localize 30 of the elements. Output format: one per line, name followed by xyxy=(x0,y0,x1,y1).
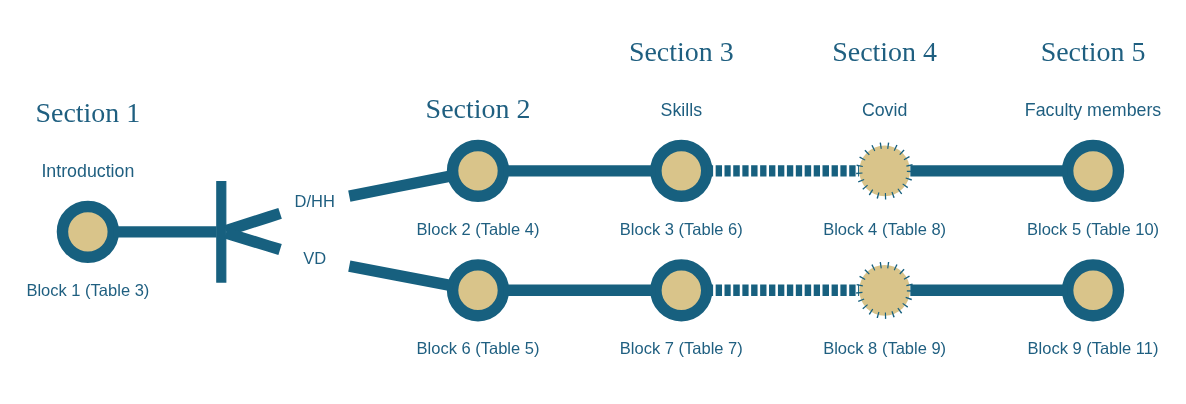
node-label: Block 7 (Table 7) xyxy=(619,339,743,358)
label: Section 1 xyxy=(35,97,141,129)
node-label: Block 4 (Table 8) xyxy=(823,219,947,238)
label: Skills xyxy=(660,99,703,120)
node-circle xyxy=(650,259,713,322)
label: Section 2 xyxy=(425,93,531,125)
node-circle xyxy=(1061,139,1125,202)
label: Introduction xyxy=(41,160,135,181)
node-bar xyxy=(216,181,227,283)
node-label: Block 5 (Table 10) xyxy=(1027,219,1160,238)
label: Faculty members xyxy=(1024,99,1162,120)
node-label: Block 1 (Table 3) xyxy=(26,280,150,299)
node-label: Block 6 (Table 5) xyxy=(416,339,540,358)
node-circle xyxy=(446,259,510,322)
node-label: Block 8 (Table 9) xyxy=(823,339,947,358)
node-label: Block 3 (Table 6) xyxy=(619,219,743,238)
label: Covid xyxy=(861,99,908,120)
label: Section 5 xyxy=(1040,36,1146,68)
node-circle xyxy=(1061,259,1125,322)
node-circle xyxy=(56,200,119,263)
node-text: VD xyxy=(303,249,327,268)
node-label: Block 9 (Table 11) xyxy=(1027,339,1159,358)
node-circle xyxy=(856,261,914,319)
node-circle xyxy=(650,139,713,202)
node-text: D/HH xyxy=(294,191,335,210)
label: Section 3 xyxy=(628,36,734,68)
node-circle xyxy=(856,142,914,200)
label: Section 4 xyxy=(832,36,938,68)
node-label: Block 2 (Table 4) xyxy=(416,219,540,238)
node-circle xyxy=(446,139,510,202)
